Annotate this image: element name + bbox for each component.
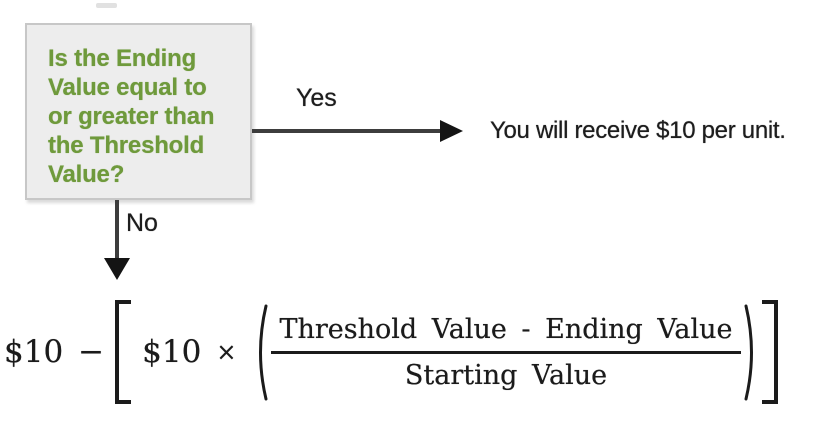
open-paren (259, 304, 268, 400)
no-arrow-head-icon (104, 258, 130, 280)
formula-lead-amount: $10 (4, 334, 64, 370)
open-square-bracket (115, 300, 132, 404)
decision-box: Is the Ending Value equal to or greater … (25, 23, 252, 200)
no-arrow-line (115, 200, 119, 261)
fraction: Threshold Value - Ending Value Starting … (271, 314, 741, 391)
minus-sign: − (78, 334, 105, 370)
yes-arrow-line (252, 129, 442, 133)
fraction-denominator: Starting Value (404, 359, 608, 391)
scan-artifact (96, 3, 117, 8)
yes-branch-label: Yes (296, 84, 337, 112)
no-branch-label: No (126, 209, 158, 237)
yes-outcome-text: You will receive $10 per unit. (490, 117, 786, 144)
formula-factor-amount: $10 (142, 334, 202, 370)
payout-formula: $10 − $10 × Threshold Value - Ending Val… (4, 299, 778, 405)
fraction-numerator: Threshold Value - Ending Value (271, 314, 741, 354)
multiplication-sign: × (216, 338, 237, 366)
decision-question-text: Is the Ending Value equal to or greater … (48, 45, 215, 188)
yes-arrow-head-icon (440, 120, 463, 142)
close-paren (744, 304, 753, 400)
close-square-bracket (761, 300, 778, 404)
